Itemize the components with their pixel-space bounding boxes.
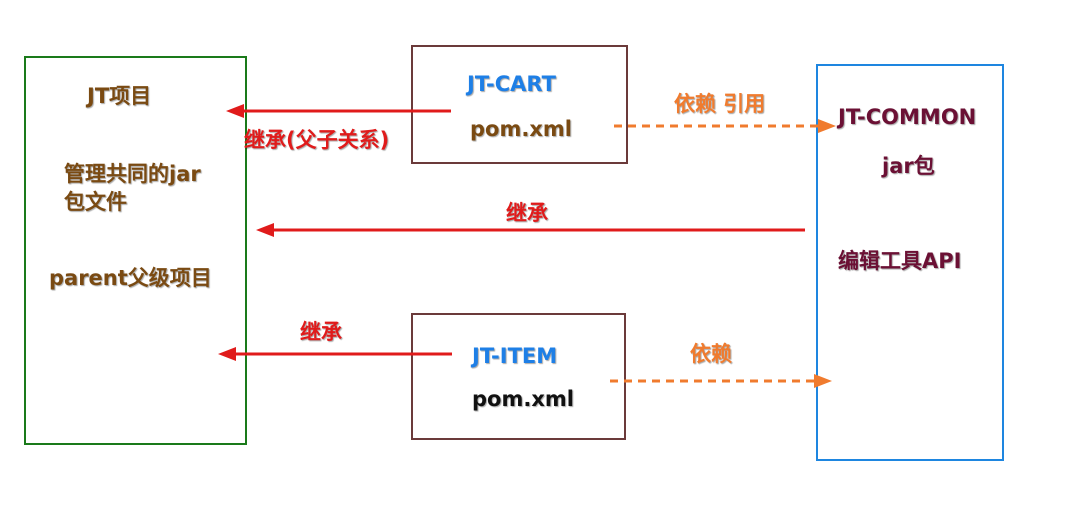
inherit-arrowhead-item (218, 347, 236, 361)
cart-name: JT-CART (467, 72, 556, 96)
parent-title: JT项目 (87, 84, 152, 108)
edge-label-cart-common: 依赖 引用 (674, 92, 766, 116)
parent-desc-line2: 包文件 (64, 190, 127, 214)
item-name: JT-ITEM (472, 344, 558, 368)
parent-desc-line1: 管理共同的jar (64, 162, 201, 186)
edge-label-common-parent: 继承 (506, 201, 548, 225)
inherit-arrowhead-cart (226, 104, 244, 118)
parent-project-box (24, 56, 247, 445)
common-name: JT-COMMON (838, 105, 977, 129)
jt-common-box (816, 64, 1004, 461)
jt-cart-box (411, 45, 628, 164)
cart-file: pom.xml (470, 117, 572, 141)
edge-label-item-common: 依赖 (690, 342, 732, 366)
edge-label-cart-parent: 继承(父子关系) (244, 128, 390, 152)
item-file: pom.xml (472, 387, 574, 411)
inherit-arrowhead-common (256, 223, 274, 237)
edge-label-item-parent: 继承 (300, 320, 342, 344)
jt-item-box (411, 313, 626, 440)
depend-arrowhead-cart (818, 119, 836, 133)
parent-role: parent父级项目 (49, 266, 212, 290)
common-type: jar包 (882, 154, 935, 178)
depend-arrowhead-item (814, 374, 832, 388)
common-desc: 编辑工具API (838, 249, 962, 273)
